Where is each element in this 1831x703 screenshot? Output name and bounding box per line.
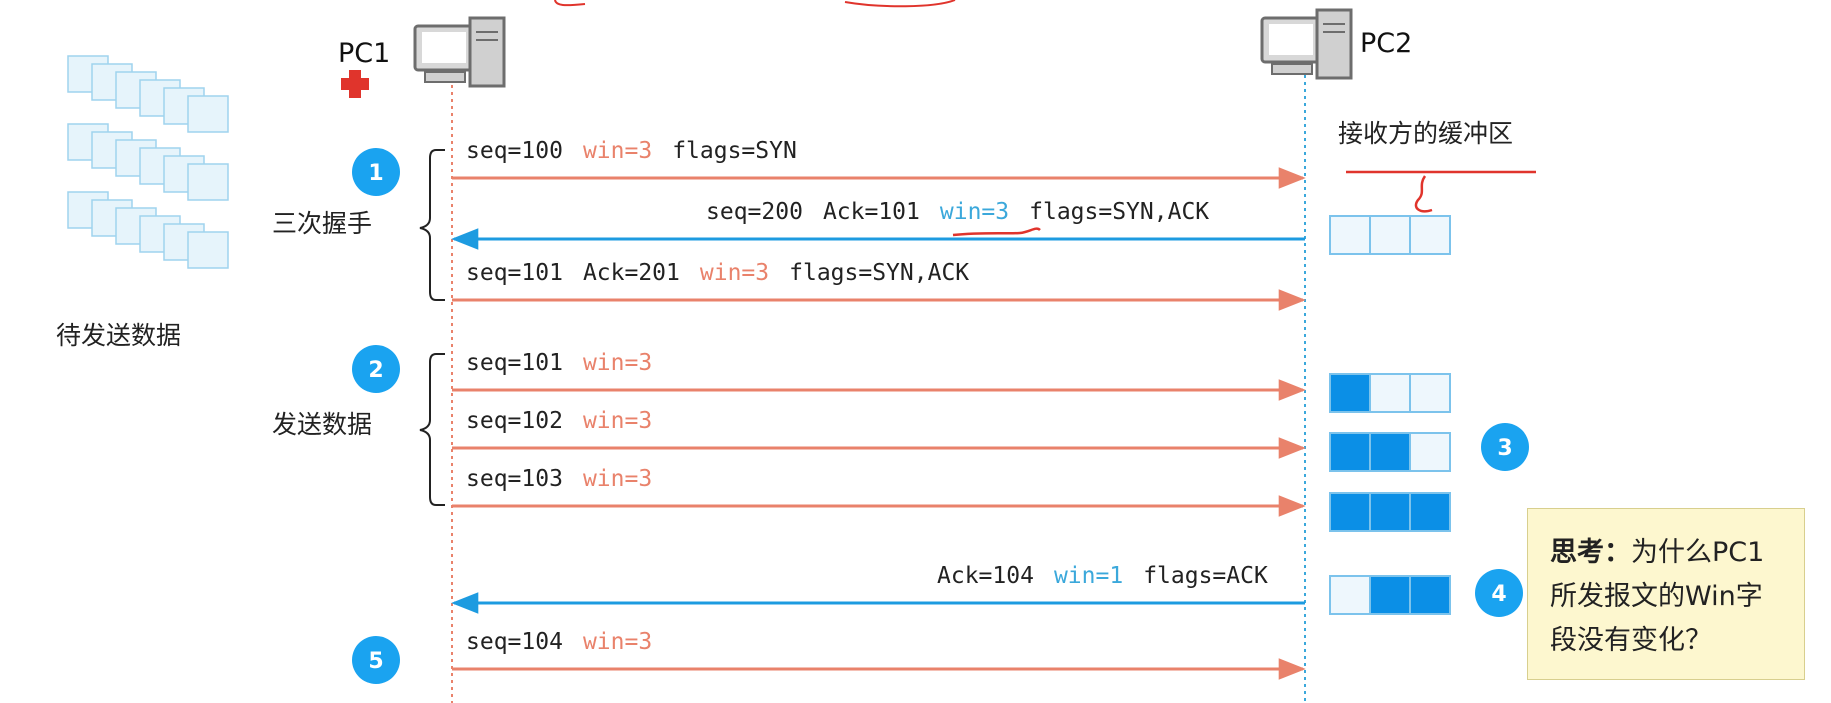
pc2-computer-icon [1260, 8, 1353, 80]
buffer-slot-filled [1369, 492, 1411, 532]
buffer-slot-filled [1329, 432, 1371, 472]
badge-number: 1 [368, 161, 383, 186]
step-badge: 1 [352, 148, 400, 196]
pending-data-block [187, 231, 229, 269]
step-badges: 1 2 3 4 5 [352, 148, 1529, 684]
red-cross-icon [341, 70, 369, 98]
header-field: seq=102 [466, 408, 563, 434]
header-field: flags=SYN,ACK [789, 260, 969, 286]
window-field: win=1 [1054, 563, 1123, 589]
window-field: win=3 [700, 260, 769, 286]
pending-data-block [187, 95, 229, 133]
header-field: flags=SYN,ACK [1029, 199, 1209, 225]
buffer-slot-filled [1329, 373, 1371, 413]
pending-data-label: 待发送数据 [56, 321, 181, 350]
header-field: Ack=201 [583, 260, 680, 286]
note-line3: 段没有变化？ [1550, 625, 1712, 656]
pc1-computer-icon [413, 16, 506, 88]
header-field: flags=ACK [1143, 563, 1268, 589]
buffer-slot-empty [1409, 373, 1451, 413]
pending-data-icon [67, 55, 229, 269]
send-data-brace [419, 353, 445, 506]
header-field: flags=SYN [672, 138, 797, 164]
buffer-slot-empty [1369, 215, 1411, 255]
header-field: seq=101 [466, 350, 563, 376]
buffer-slot-filled [1369, 575, 1411, 615]
buffer-slot-filled [1409, 575, 1451, 615]
header-field: seq=200 [706, 199, 803, 225]
step-badge: 5 [352, 636, 400, 684]
badge-circle [352, 148, 400, 196]
message-label: seq=103 win=3 [466, 466, 652, 492]
badge-circle [1475, 569, 1523, 617]
red-annotation-top [554, 0, 956, 8]
message-label: seq=102 win=3 [466, 408, 652, 434]
badge-number: 5 [368, 649, 383, 674]
handshake-brace [419, 149, 445, 301]
receive-buffer [1329, 373, 1451, 413]
buffer-slot-empty [1329, 215, 1371, 255]
badge-circle [352, 636, 400, 684]
window-field: win=3 [583, 629, 652, 655]
buffer-slot-empty [1369, 373, 1411, 413]
message-label: seq=101 Ack=201 win=3 flags=SYN,ACK [466, 260, 969, 286]
badge-number: 3 [1497, 436, 1512, 461]
pc1-label: PC1 [338, 38, 390, 69]
badge-circle [352, 345, 400, 393]
note-line2: 所发报文的Win字 [1550, 581, 1763, 612]
message-label: Ack=104 win=1 flags=ACK [937, 563, 1268, 589]
buffer-title: 接收方的缓冲区 [1338, 119, 1513, 148]
header-field: seq=103 [466, 466, 563, 492]
buffer-slot-empty [1329, 575, 1371, 615]
receive-buffer [1329, 575, 1451, 615]
think-note: 思考：为什么PC1 所发报文的Win字 段没有变化？ [1527, 508, 1805, 680]
badge-circle [1481, 423, 1529, 471]
receive-buffers [1329, 215, 1451, 615]
message-label: seq=100 win=3 flags=SYN [466, 138, 797, 164]
badge-number: 2 [368, 358, 383, 383]
window-field: win=3 [583, 466, 652, 492]
receive-buffer [1329, 432, 1451, 472]
handshake-label: 三次握手 [272, 209, 372, 238]
pc2-label: PC2 [1360, 28, 1412, 59]
note-line1: 为什么PC1 [1631, 537, 1765, 568]
buffer-slot-filled [1409, 492, 1451, 532]
header-field: seq=100 [466, 138, 563, 164]
pending-data-block [187, 163, 229, 201]
header-field: Ack=101 [823, 199, 920, 225]
receive-buffer [1329, 492, 1451, 532]
badge-number: 4 [1491, 582, 1506, 607]
buffer-slot-empty [1409, 432, 1451, 472]
note-bold: 思考： [1550, 537, 1631, 568]
window-field: win=3 [583, 138, 652, 164]
step-badge: 4 [1475, 569, 1523, 617]
receive-buffer [1329, 215, 1451, 255]
red-annotation-hook [1414, 175, 1433, 213]
message-label: seq=101 win=3 [466, 350, 652, 376]
window-field: win=3 [940, 199, 1009, 225]
message-label: seq=104 win=3 [466, 629, 652, 655]
window-field: win=3 [583, 408, 652, 434]
messages: seq=100 win=3 flags=SYN seq=200 Ack=101 win=3… [451, 138, 1306, 680]
step-badge: 3 [1481, 423, 1529, 471]
step-badge: 2 [352, 345, 400, 393]
buffer-slot-filled [1369, 432, 1411, 472]
send-data-label: 发送数据 [272, 410, 372, 439]
buffer-slot-filled [1329, 492, 1371, 532]
header-field: seq=101 [466, 260, 563, 286]
buffer-slot-empty [1409, 215, 1451, 255]
red-underline-win [952, 227, 1041, 237]
header-field: seq=104 [466, 629, 563, 655]
window-field: win=3 [583, 350, 652, 376]
message-label: seq=200 Ack=101 win=3 flags=SYN,ACK [706, 199, 1209, 225]
header-field: Ack=104 [937, 563, 1034, 589]
